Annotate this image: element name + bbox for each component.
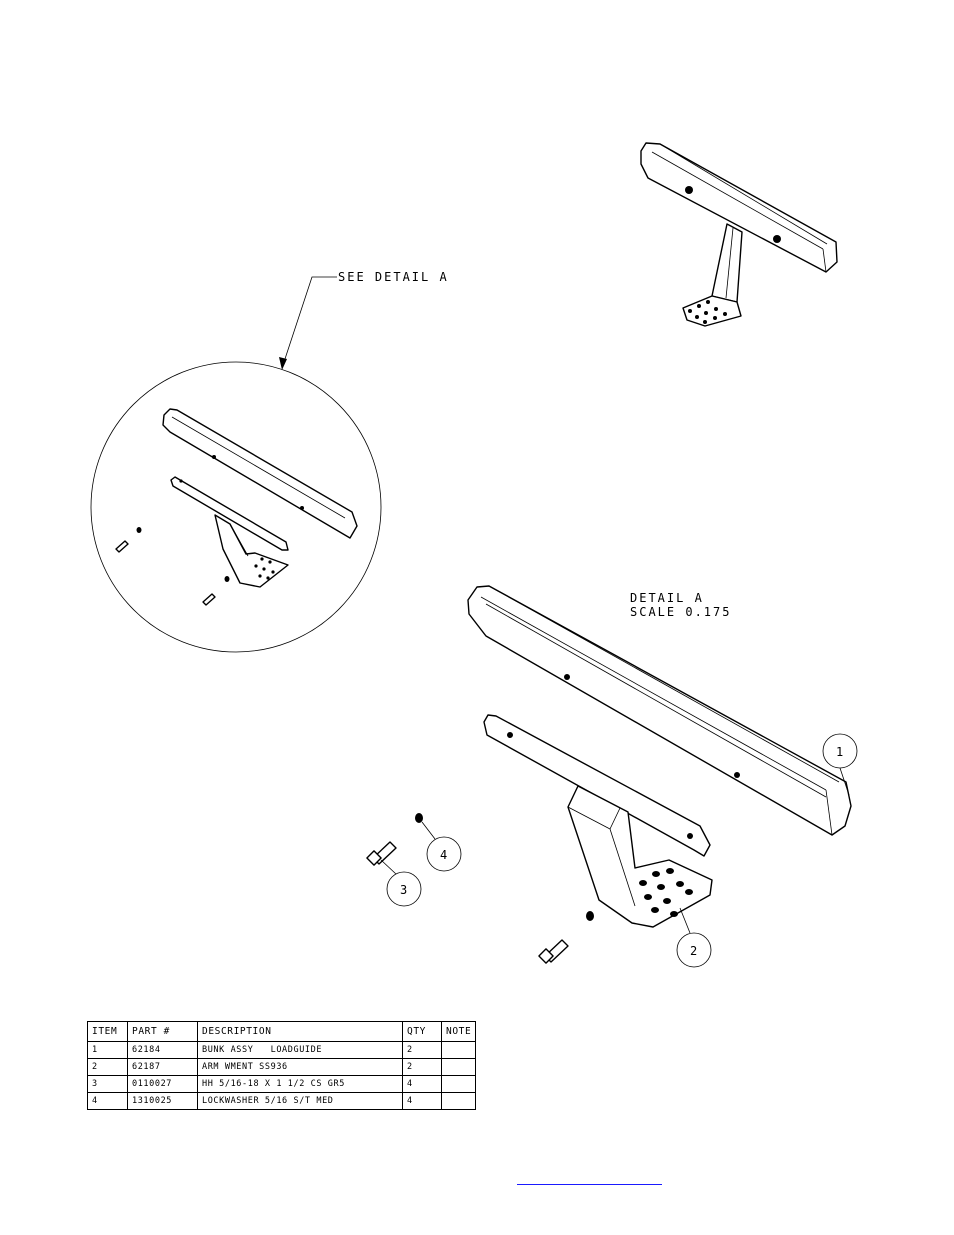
- bom-description: ARM WMENT SS936: [197, 1058, 403, 1076]
- svg-text:3: 3: [400, 883, 407, 897]
- bom-note: [440, 1092, 477, 1110]
- bom-header-description: DESCRIPTION: [197, 1021, 403, 1042]
- bom-part: 1310025: [127, 1092, 198, 1110]
- bom-item: 2: [87, 1058, 128, 1076]
- bom-description: LOCKWASHER 5/16 S/T MED: [197, 1092, 403, 1110]
- balloon-3: 3: [380, 859, 422, 907]
- bom-item: 4: [87, 1092, 128, 1110]
- detail-circle: [90, 361, 382, 653]
- bom-qty: 4: [402, 1075, 442, 1093]
- bom-note: [440, 1058, 477, 1076]
- detail-scale: SCALE 0.175: [630, 605, 731, 619]
- bom-qty: 4: [402, 1092, 442, 1110]
- table-row: 3 0110027 HH 5/16-18 X 1 1/2 CS GR5 4: [87, 1075, 477, 1093]
- svg-text:4: 4: [440, 848, 447, 862]
- detail-title: DETAIL A: [630, 591, 704, 605]
- balloon-1: 1: [822, 733, 858, 796]
- bom-part: 62184: [127, 1041, 198, 1059]
- bom-part: 0110027: [127, 1075, 198, 1093]
- assembled-view: [640, 142, 838, 327]
- see-detail-label: SEE DETAIL A: [338, 270, 449, 284]
- bom-description: BUNK ASSY LOADGUIDE: [197, 1041, 403, 1059]
- bom-item: 1: [87, 1041, 128, 1059]
- see-detail-leader: SEE DETAIL A: [279, 270, 449, 370]
- table-row: 2 62187 ARM WMENT SS936 2: [87, 1058, 477, 1076]
- bom-header-note: NOTE: [440, 1021, 477, 1042]
- table-row: 4 1310025 LOCKWASHER 5/16 S/T MED 4: [87, 1092, 477, 1110]
- bom-header-item: ITEM: [87, 1021, 128, 1042]
- bom-header-row: ITEM PART # DESCRIPTION QTY NOTE: [87, 1021, 477, 1042]
- balloon-2: 2: [676, 907, 712, 968]
- balloon-4: 4: [421, 821, 462, 872]
- table-row: 1 62184 BUNK ASSY LOADGUIDE 2: [87, 1041, 477, 1059]
- svg-text:2: 2: [690, 944, 697, 958]
- footer-link[interactable]: [517, 1170, 662, 1185]
- bom-qty: 2: [402, 1041, 442, 1059]
- bom-header-part: PART #: [127, 1021, 198, 1042]
- svg-text:1: 1: [836, 745, 843, 759]
- bill-of-materials: ITEM PART # DESCRIPTION QTY NOTE 1 62184…: [87, 1021, 477, 1110]
- bom-note: [440, 1075, 477, 1093]
- bom-item: 3: [87, 1075, 128, 1093]
- bom-description: HH 5/16-18 X 1 1/2 CS GR5: [197, 1075, 403, 1093]
- bom-part: 62187: [127, 1058, 198, 1076]
- bom-note: [440, 1041, 477, 1059]
- exploded-view: [366, 585, 852, 964]
- bom-qty: 2: [402, 1058, 442, 1076]
- bom-header-qty: QTY: [402, 1021, 442, 1042]
